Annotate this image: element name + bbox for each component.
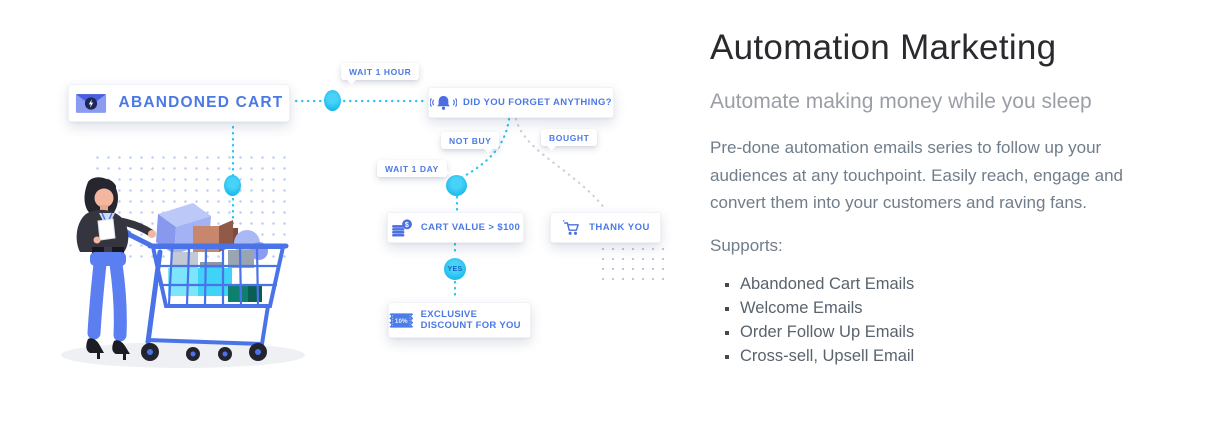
flow-node-thank-you: THANK YOU <box>550 212 661 243</box>
connector-node <box>224 175 241 196</box>
flow-label: CART VALUE > $100 <box>420 222 521 233</box>
flow-label: DID YOU FORGET ANYTHING? <box>463 97 612 108</box>
dot-grid-pattern <box>92 152 294 258</box>
list-item: Abandoned Cart Emails <box>740 272 1170 296</box>
supports-label: Supports: <box>710 235 783 255</box>
ground-shadow <box>61 342 305 368</box>
svg-text:10%: 10% <box>395 317 408 324</box>
flow-node-exclusive-discount: 10% EXCLUSIVE DISCOUNT FOR YOU <box>388 302 531 338</box>
paragraph-line: Pre-done automation emails series to fol… <box>710 138 1102 157</box>
list-item: Welcome Emails <box>740 296 1170 320</box>
flow-label-wait-1-day: WAIT 1 DAY <box>377 160 447 177</box>
flow-node-abandoned-cart: ABANDONED CART <box>68 84 290 122</box>
flow-label-not-buy: NOT BUY <box>441 132 500 149</box>
dot-grid-pattern <box>598 244 672 286</box>
subtitle: Automate making money while you sleep <box>710 90 1092 113</box>
list-item: Order Follow Up Emails <box>740 320 1170 344</box>
coins-icon: $ <box>391 218 412 237</box>
flow-label-bought: BOUGHT <box>541 129 598 146</box>
flow-label: THANK YOU <box>589 222 650 233</box>
svg-text:$: $ <box>405 220 409 228</box>
flow-node-cart-value: $ CART VALUE > $100 <box>387 212 524 243</box>
connector-node <box>324 90 341 111</box>
paragraph-line: convert them into your customers and rav… <box>710 193 1088 212</box>
feature-paragraph: Pre-done automation emails series to fol… <box>710 134 1170 217</box>
flow-node-did-you-forget: DID YOU FORGET ANYTHING? <box>428 87 614 118</box>
connector-node-yes: YES <box>444 258 466 280</box>
cart-wheels <box>141 343 267 361</box>
flow-label: EXCLUSIVE DISCOUNT FOR YOU <box>420 308 521 332</box>
flow-label-wait-1-hour: WAIT 1 HOUR <box>341 63 420 80</box>
list-item: Cross-sell, Upsell Email <box>740 344 1170 368</box>
supported-emails-list: Abandoned Cart Emails Welcome Emails Ord… <box>710 272 1170 368</box>
feature-description: Automation Marketing Automate making mon… <box>710 26 1170 368</box>
bell-notification-icon <box>430 96 458 110</box>
envelope-lightning-icon <box>75 93 106 113</box>
page-title: Automation Marketing <box>710 28 1057 67</box>
cart-icon <box>563 220 579 235</box>
connector-node <box>446 175 467 196</box>
flow-label: ABANDONED CART <box>118 94 284 111</box>
coupon-10-percent-icon: 10% <box>389 312 414 328</box>
paragraph-line: audiences at any touchpoint. Easily reac… <box>710 165 1124 185</box>
